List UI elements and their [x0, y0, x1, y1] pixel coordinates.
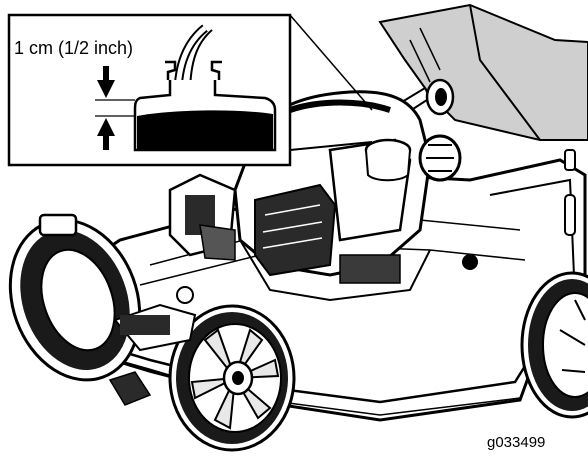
- figure-id-label: g033499: [487, 434, 546, 451]
- level-callout: [7, 13, 373, 167]
- fill-neck-section: [133, 60, 277, 152]
- measurement-label: 1 cm (1/2 inch): [14, 38, 134, 58]
- front-left-wheel: [168, 304, 296, 452]
- rear-left-wheel: [8, 213, 142, 382]
- arrow-down-icon: [97, 66, 115, 98]
- arrow-up-icon: [97, 118, 115, 150]
- front-bumper: [108, 286, 197, 406]
- front-right-wheel: [520, 271, 588, 419]
